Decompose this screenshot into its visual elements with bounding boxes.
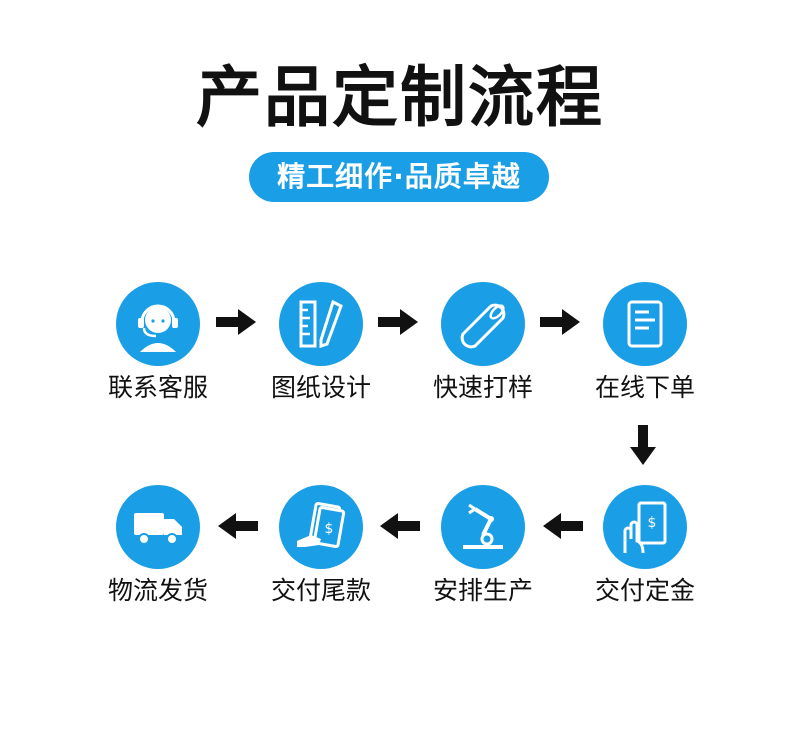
step-label: 安排生产 bbox=[432, 576, 533, 605]
svg-text:$: $ bbox=[648, 515, 657, 531]
delivery-truck-icon bbox=[116, 485, 200, 569]
ruler-pencil-icon bbox=[279, 282, 363, 366]
svg-text:$: $ bbox=[325, 521, 334, 537]
arrow-right-icon bbox=[378, 309, 418, 339]
page-title: 产品定制流程 bbox=[196, 59, 604, 136]
subtitle-badge: 精工细作·品质卓越 bbox=[249, 152, 549, 202]
step-label: 图纸设计 bbox=[270, 373, 371, 402]
arrow-right-icon bbox=[216, 309, 256, 339]
step-label: 快速打样 bbox=[432, 373, 533, 402]
step-label: 交付尾款 bbox=[270, 576, 371, 605]
arrow-right-icon bbox=[540, 309, 580, 339]
step-label: 联系客服 bbox=[107, 373, 208, 402]
cash-payment-icon: $ bbox=[279, 485, 363, 569]
pipe-icon bbox=[441, 282, 525, 366]
arrow-left-icon bbox=[380, 513, 420, 543]
arrow-left-icon bbox=[218, 513, 258, 543]
arrow-left-icon bbox=[543, 513, 583, 543]
step-label: 交付定金 bbox=[594, 576, 695, 605]
step-label: 在线下单 bbox=[594, 373, 695, 402]
hand-payment-icon: $ bbox=[603, 485, 687, 569]
customer-service-icon bbox=[116, 282, 200, 366]
arrow-down-icon bbox=[630, 425, 656, 469]
step-label: 物流发货 bbox=[107, 576, 208, 605]
document-icon bbox=[603, 282, 687, 366]
robot-arm-icon bbox=[441, 485, 525, 569]
